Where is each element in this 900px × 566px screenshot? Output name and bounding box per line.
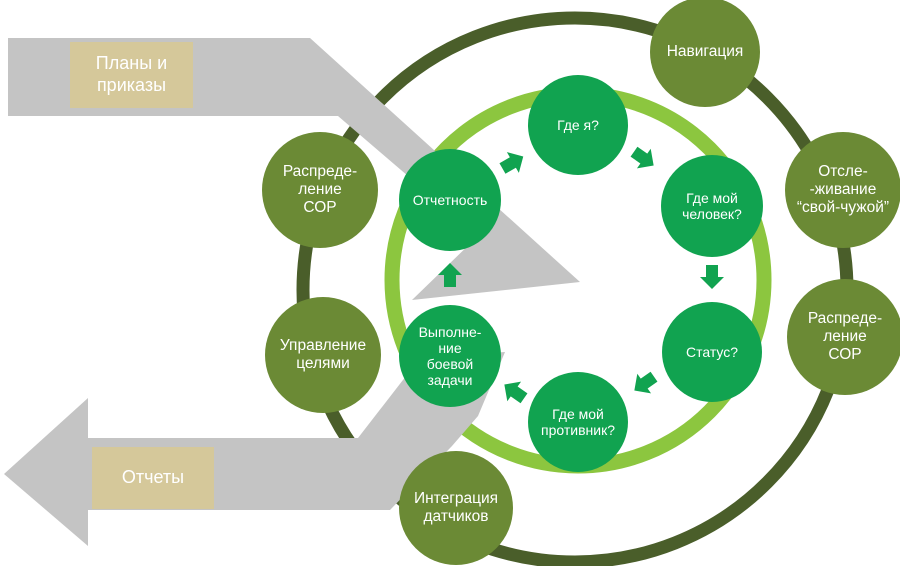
inner-cycle-arrow-2: [630, 146, 654, 169]
inner-node-reporting: Отчетность: [399, 149, 501, 251]
inner-node-status: Статус?: [662, 302, 762, 402]
plans-and-orders-label: Планы и приказы: [70, 42, 193, 108]
inner-cycle-arrows: [438, 146, 724, 404]
inner-node-mission-execution: Выполне- ние боевой задачи: [399, 305, 501, 407]
inner-cycle-arrow-4: [634, 371, 658, 394]
reports-label: Отчеты: [92, 447, 214, 509]
outer-node-friend-foe: Отсле- -живание “свой-чужой”: [785, 132, 900, 248]
inner-cycle-arrow-5: [504, 381, 528, 404]
outer-node-sop-distribution-left: Распреде- ление СОР: [262, 132, 378, 248]
inner-cycle-arrow-6: [438, 263, 462, 287]
outer-node-target-management: Управление целями: [265, 297, 381, 413]
inner-node-where-am-i: Где я?: [528, 75, 628, 175]
outer-node-sop-distribution-right: Распреде- ление СОР: [787, 279, 900, 395]
outer-node-navigation: Навигация: [650, 0, 760, 107]
inner-cycle-arrow-3: [700, 265, 724, 289]
inner-cycle-arrow-1: [499, 152, 524, 174]
inner-node-where-is-my-man: Где мой человек?: [661, 155, 763, 257]
inner-node-where-is-enemy: Где мой противник?: [528, 372, 628, 472]
outer-node-sensor-integration: Интеграция датчиков: [399, 451, 513, 565]
